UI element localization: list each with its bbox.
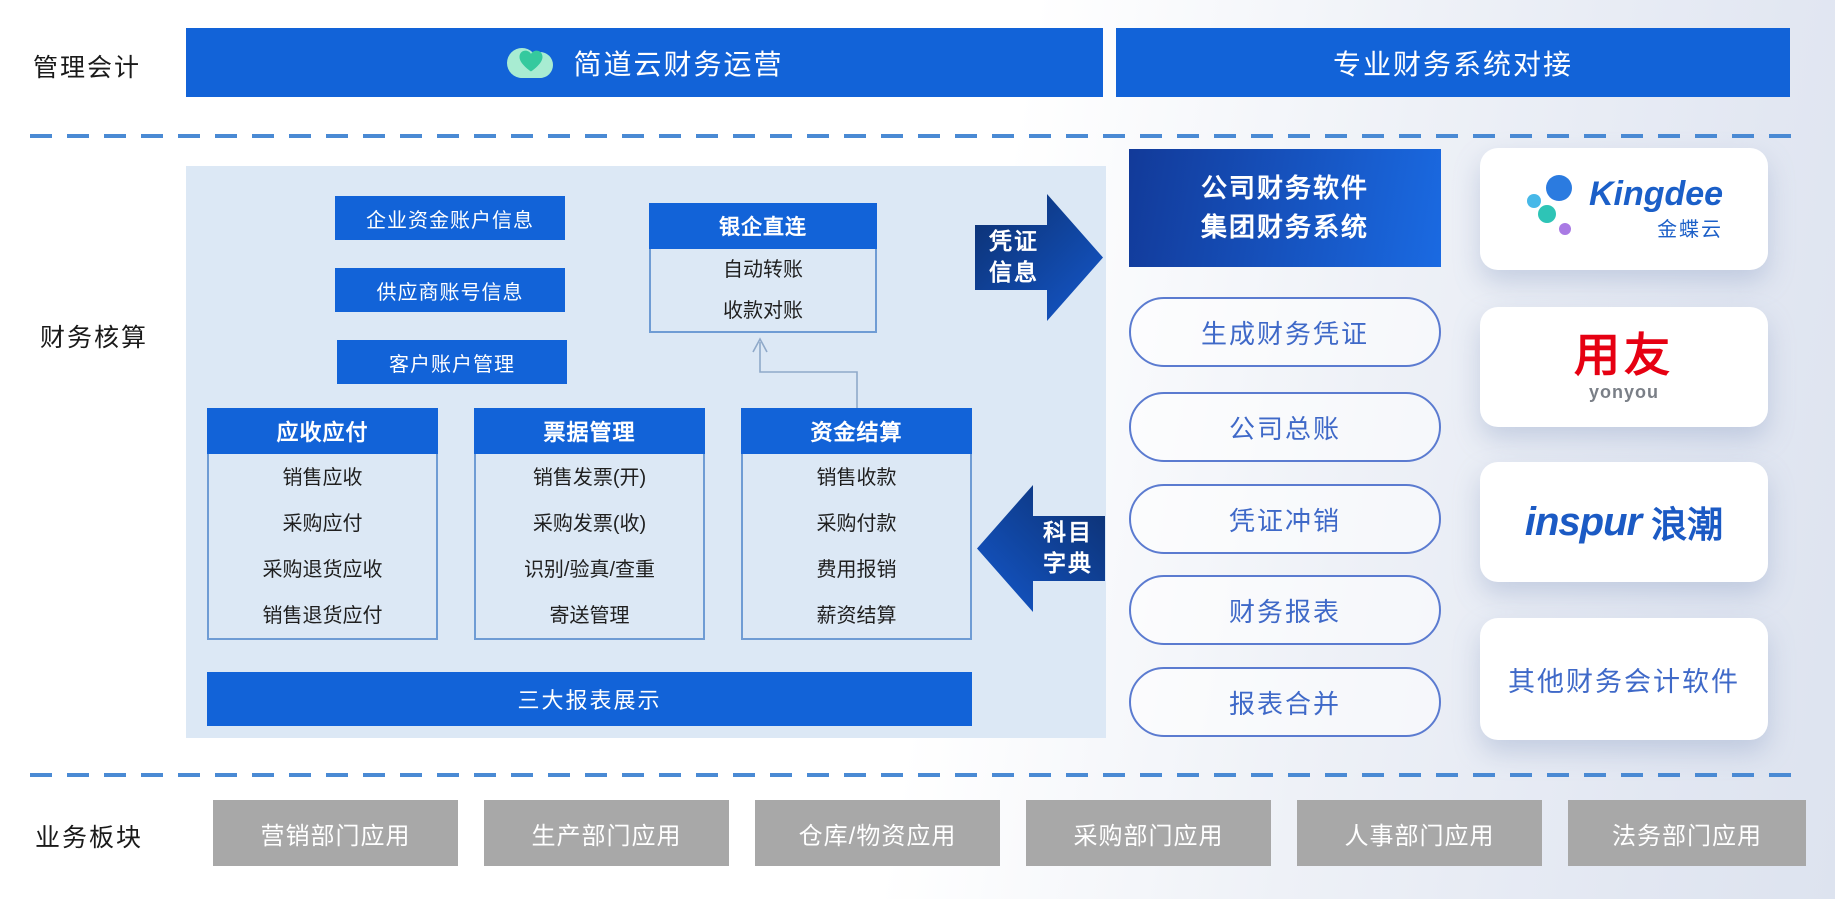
box-supplier-account-info: 供应商账号信息 [335, 268, 565, 312]
box-customer-account-management: 客户账户管理 [337, 340, 567, 384]
kingdee-dots-logo-icon [1525, 174, 1577, 245]
card-other-finance-software: 其他财务会计软件 [1480, 618, 1768, 740]
box-hr-dept-app: 人事部门应用 [1297, 800, 1542, 866]
yonyou-wordmark: 用友 [1574, 328, 1674, 381]
arrow-voucher-line1: 凭证 [989, 228, 1039, 254]
dashed-divider-top [30, 134, 1805, 138]
banner-professional-label: 专业财务系统对接 [1332, 48, 1573, 80]
column-receivables-payables: 应收应付 销售应收 采购应付 采购退货应收 销售退货应付 [207, 408, 438, 640]
label-financial-accounting: 财务核算 [40, 324, 149, 352]
finance-header-line2: 集团财务系统 [1200, 212, 1369, 242]
pill-company-general-ledger: 公司总账 [1129, 392, 1441, 462]
column-funds-settlement: 资金结算 销售收款 采购付款 费用报销 薪资结算 [741, 408, 972, 640]
item-purchase-payment: 采购付款 [816, 512, 897, 535]
card-kingdee: Kingdee 金蝶云 [1480, 148, 1768, 270]
column-invoice-management-title: 票据管理 [474, 408, 705, 454]
bank-connect-item-receipt-reconciliation: 收款对账 [723, 300, 803, 322]
dashed-divider-bottom [30, 773, 1805, 777]
item-sales-receivable: 销售应收 [282, 466, 363, 489]
box-enterprise-fund-account-info: 企业资金账户信息 [335, 196, 565, 240]
item-purchase-return-receivable: 采购退货应收 [262, 558, 383, 581]
item-expense-reimbursement: 费用报销 [816, 558, 897, 581]
label-business-modules: 业务板块 [35, 824, 144, 852]
card-yonyou: 用友 yonyou [1480, 307, 1768, 427]
inspur-wordmark: inspur [1524, 499, 1642, 544]
item-sales-collection: 销售收款 [816, 466, 897, 489]
pill-report-consolidation: 报表合并 [1129, 667, 1441, 737]
banner-professional-finance-integration: 专业财务系统对接 [1116, 28, 1790, 97]
kingdee-wordmark: Kingdee [1588, 174, 1724, 213]
connector-funds-to-bank-arrow [752, 337, 858, 410]
pill-generate-financial-voucher: 生成财务凭证 [1129, 297, 1441, 367]
item-purchase-invoice-receive: 采购发票(收) [532, 512, 647, 535]
kingdee-sub-label: 金蝶云 [1657, 218, 1724, 241]
item-sales-return-payable: 销售退货应付 [262, 604, 383, 627]
finance-header-line1: 公司财务软件 [1200, 173, 1369, 203]
banner-jiandaoyun-finance-ops: 简道云财务运营 [186, 28, 1103, 97]
item-recognize-verify-dedupe: 识别/验真/查重 [523, 558, 656, 581]
banner-jiandaoyun-label: 简道云财务运营 [573, 48, 784, 80]
arrow-subject-line1: 科目 [1043, 519, 1093, 545]
arrow-voucher-shape [975, 194, 1103, 321]
column-invoice-management: 票据管理 销售发票(开) 采购发票(收) 识别/验真/查重 寄送管理 [474, 408, 705, 640]
item-payroll-settlement: 薪资结算 [816, 604, 897, 627]
box-production-dept-app: 生产部门应用 [484, 800, 729, 866]
item-purchase-payable: 采购应付 [282, 512, 363, 535]
box-legal-dept-app: 法务部门应用 [1568, 800, 1806, 866]
bank-connect-item-auto-transfer: 自动转账 [723, 259, 803, 281]
box-warehouse-material-app: 仓库/物资应用 [755, 800, 1000, 866]
pill-voucher-reversal: 凭证冲销 [1129, 484, 1441, 554]
arrow-voucher-line2: 信息 [989, 259, 1039, 286]
pill-financial-reports: 财务报表 [1129, 575, 1441, 645]
box-procurement-dept-app: 采购部门应用 [1026, 800, 1271, 866]
jiandaoyun-cloud-heart-logo-icon [505, 38, 557, 87]
bank-connect-title: 银企直连 [649, 203, 877, 249]
box-bank-enterprise-direct-connect: 银企直连 自动转账 收款对账 [649, 203, 877, 333]
column-receivables-payables-title: 应收应付 [207, 408, 438, 454]
other-finance-software-label: 其他财务会计软件 [1508, 666, 1740, 697]
box-company-finance-software: 公司财务软件 集团财务系统 [1129, 149, 1441, 267]
arrow-subject-dictionary: 科目 字典 [977, 483, 1105, 614]
item-sales-invoice-issue: 销售发票(开) [532, 466, 647, 489]
arrow-subject-shape [977, 485, 1105, 612]
label-management-accounting: 管理会计 [33, 54, 142, 82]
item-delivery-management: 寄送管理 [549, 604, 630, 627]
bar-three-major-reports: 三大报表展示 [207, 672, 972, 726]
arrow-subject-line2: 字典 [1043, 550, 1093, 577]
inspur-cn-label: 浪潮 [1651, 504, 1724, 545]
column-funds-settlement-title: 资金结算 [741, 408, 972, 454]
card-inspur: inspur 浪潮 [1480, 462, 1768, 582]
yonyou-sub-label: yonyou [1588, 381, 1659, 402]
arrow-voucher-info: 凭证 信息 [975, 192, 1103, 323]
box-marketing-dept-app: 营销部门应用 [213, 800, 458, 866]
